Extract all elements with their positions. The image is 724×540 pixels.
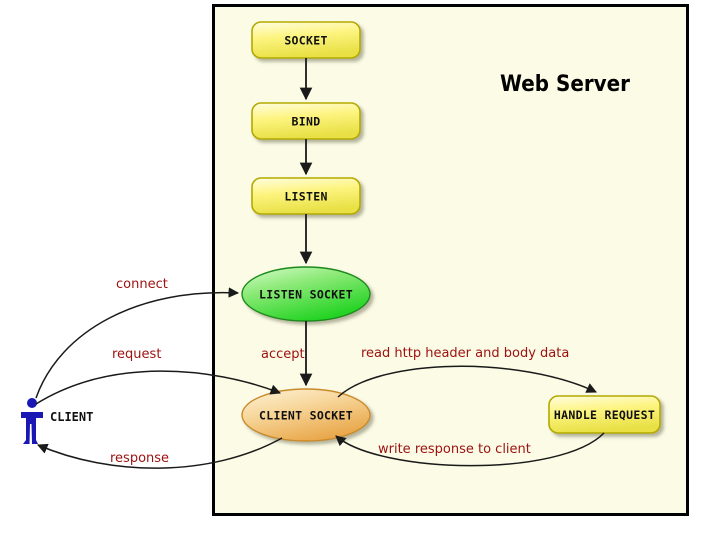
node-listen-socket[interactable]: LISTEN SOCKET — [241, 266, 371, 322]
socket-label: SOCKET — [284, 34, 327, 48]
handle-request-label: HANDLE REQUEST — [554, 408, 655, 422]
node-socket[interactable]: SOCKET — [251, 21, 361, 59]
bind-label: BIND — [292, 115, 321, 129]
node-bind[interactable]: BIND — [251, 102, 361, 140]
edge-label-write-response: write response to client — [378, 442, 531, 457]
arrow-write-response — [335, 432, 605, 467]
edge-label-accept: accept — [261, 347, 305, 362]
client-label: CLIENT — [50, 410, 93, 424]
interaction-arrows — [35, 287, 605, 469]
arrow-response — [37, 437, 283, 469]
web-server-title: Web Server — [500, 72, 630, 97]
handle-request-box[interactable] — [548, 395, 661, 434]
arrow-connect — [35, 287, 240, 399]
client-actor[interactable]: CLIENT — [21, 398, 93, 444]
edge-label-read-http: read http header and body data — [361, 346, 569, 361]
client-socket-ellipse[interactable] — [241, 388, 371, 442]
edge-label-response: response — [110, 451, 169, 466]
client-body-icon — [21, 412, 43, 444]
node-handle-request[interactable]: HANDLE REQUEST — [548, 395, 661, 434]
edge-label-connect: connect — [116, 277, 168, 292]
node-listen[interactable]: LISTEN — [251, 177, 361, 215]
client-head-icon — [27, 398, 37, 408]
listen-label: LISTEN — [284, 190, 327, 204]
node-client-socket[interactable]: CLIENT SOCKET — [241, 388, 371, 442]
arrow-read-http — [337, 365, 597, 398]
client-socket-label: CLIENT SOCKET — [259, 409, 353, 423]
edge-label-request: request — [112, 347, 161, 362]
listen-socket-label: LISTEN SOCKET — [259, 288, 353, 302]
arrow-request — [35, 370, 281, 405]
